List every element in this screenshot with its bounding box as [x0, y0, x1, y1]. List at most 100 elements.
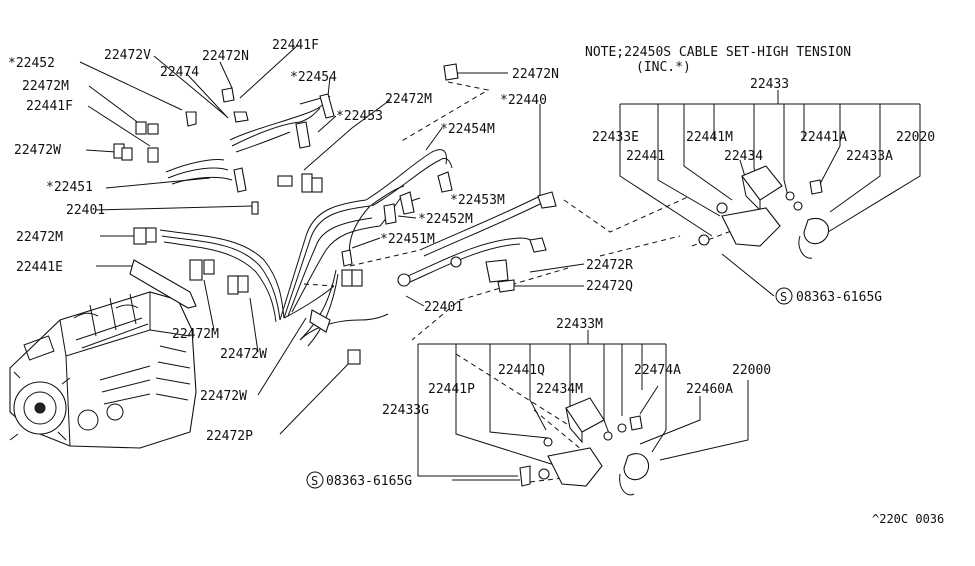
- label-22441p: 22441P: [428, 382, 475, 397]
- label-22474a: 22474A: [634, 363, 681, 378]
- clip-22472n-mid: [443, 63, 459, 81]
- label-22441q: 22441Q: [498, 363, 545, 378]
- label-22474: 22474: [160, 65, 199, 80]
- label-22433m: 22433M: [556, 317, 603, 332]
- label-22433g: 22433G: [382, 403, 429, 418]
- clamp-22401: [251, 201, 259, 215]
- label-08363-bottom: 08363-6165G: [326, 474, 412, 489]
- reference-code: ^220C 0036: [872, 512, 944, 526]
- washer-22441p: [603, 431, 613, 441]
- grommet-22401: [397, 273, 411, 287]
- clamp-22472p-top: [309, 309, 331, 333]
- clip-22472n: [221, 87, 235, 103]
- coil-22434: [741, 165, 783, 201]
- connector-22000: [623, 453, 650, 481]
- label-22441m: 22441M: [686, 130, 733, 145]
- plug-boot-22452m: [383, 203, 397, 225]
- bolt-22474a: [629, 415, 643, 431]
- label-22472n-mid: 22472N: [512, 67, 559, 82]
- component-parts: [113, 63, 830, 496]
- clamp-22472m-c: [189, 259, 203, 281]
- label-22441f-left: 22441F: [26, 99, 73, 114]
- washer-22441q: [543, 437, 553, 447]
- label-22441e: 22441E: [16, 260, 63, 275]
- clamp-22472p: [347, 349, 361, 365]
- washer-22441a: [785, 191, 795, 201]
- clamp-22472w: [277, 175, 293, 187]
- label-22433a: 22433A: [846, 149, 893, 164]
- clamp-22472r: [485, 259, 509, 283]
- label-22441a: 22441A: [800, 130, 847, 145]
- label-22472m-b: 22472M: [385, 92, 432, 107]
- cable-end-22440: [537, 191, 557, 209]
- clamp-22472w-c: [341, 269, 353, 287]
- bracket-22433: [721, 207, 781, 247]
- label-22472w-c: 22472W: [200, 389, 247, 404]
- bolt-22433a: [809, 179, 823, 195]
- clamp-22472m-b: [133, 227, 147, 245]
- label-22472v: 22472V: [104, 48, 151, 63]
- svg-text:S: S: [311, 474, 318, 488]
- label-22452m: *22452M: [418, 212, 473, 227]
- label-22472w-b: 22472W: [220, 347, 267, 362]
- label-22452: *22452: [8, 56, 55, 71]
- plug-boot-22451: [233, 167, 247, 193]
- plug-boot-22454: [319, 93, 335, 119]
- label-22451: *22451: [46, 180, 93, 195]
- connector-22020: [803, 218, 830, 245]
- label-22460a: 22460A: [686, 382, 733, 397]
- clip-22472m: [135, 121, 147, 135]
- note-text: NOTE;22450S CABLE SET-HIGH TENSION: [585, 45, 851, 60]
- label-22434m: 22434M: [536, 382, 583, 397]
- clamp-22472w-b: [227, 275, 239, 295]
- label-22454: *22454: [290, 70, 337, 85]
- note-subtext: (INC.*): [636, 60, 691, 75]
- nut-22433g: [538, 468, 550, 480]
- label-22441f-top: 22441F: [272, 38, 319, 53]
- label-22401-b: 22401: [424, 300, 463, 315]
- label-22434: 22434: [724, 149, 763, 164]
- label-08363-right: 08363-6165G: [796, 290, 882, 305]
- plug-boot-22453: [295, 121, 311, 149]
- label-22472m-a: 22472M: [22, 79, 69, 94]
- clip-22441f: [233, 111, 249, 123]
- bracket-22441e: [129, 259, 197, 309]
- washer-22441: [716, 202, 728, 214]
- label-22453m: *22453M: [450, 193, 505, 208]
- label-22433e: 22433E: [592, 130, 639, 145]
- bracket-22433m: [547, 447, 603, 487]
- label-22451m: *22451M: [380, 232, 435, 247]
- plug-boot-22451m: [341, 249, 353, 267]
- clip-22441f-left: [147, 147, 159, 163]
- label-22472m-d: 22472M: [172, 327, 219, 342]
- label-22440: *22440: [500, 93, 547, 108]
- label-22020: 22020: [896, 130, 935, 145]
- label-22441: 22441: [626, 149, 665, 164]
- label-22453: *22453: [336, 109, 383, 124]
- clamp-22472q: [497, 279, 515, 293]
- label-22000: 22000: [732, 363, 771, 378]
- label-22472q: 22472Q: [586, 279, 633, 294]
- screw-08363-right: [698, 234, 710, 246]
- label-22472n-top: 22472N: [202, 49, 249, 64]
- label-22433: 22433: [750, 77, 789, 92]
- plug-boot-22454m: [437, 171, 453, 193]
- label-22472w-a: 22472W: [14, 143, 61, 158]
- s-symbol-bottom: S: [306, 471, 324, 489]
- screw-08363-bottom: [519, 465, 531, 487]
- label-22401-a: 22401: [66, 203, 105, 218]
- label-22472p: 22472P: [206, 429, 253, 444]
- label-22472m-c: 22472M: [16, 230, 63, 245]
- part-labels: *22452 22472V 22472N 22441F 22474 *22454…: [8, 38, 944, 526]
- svg-text:S: S: [780, 290, 787, 304]
- label-22454m: *22454M: [440, 122, 495, 137]
- clip-22452: [185, 111, 197, 127]
- plug-boot-22453m: [399, 191, 415, 215]
- label-22472r: 22472R: [586, 258, 633, 273]
- clamp-22472m: [301, 173, 313, 193]
- s-symbol-right: S: [775, 287, 793, 305]
- engine-block-illustration: [9, 291, 197, 449]
- coil-22434m: [565, 397, 605, 433]
